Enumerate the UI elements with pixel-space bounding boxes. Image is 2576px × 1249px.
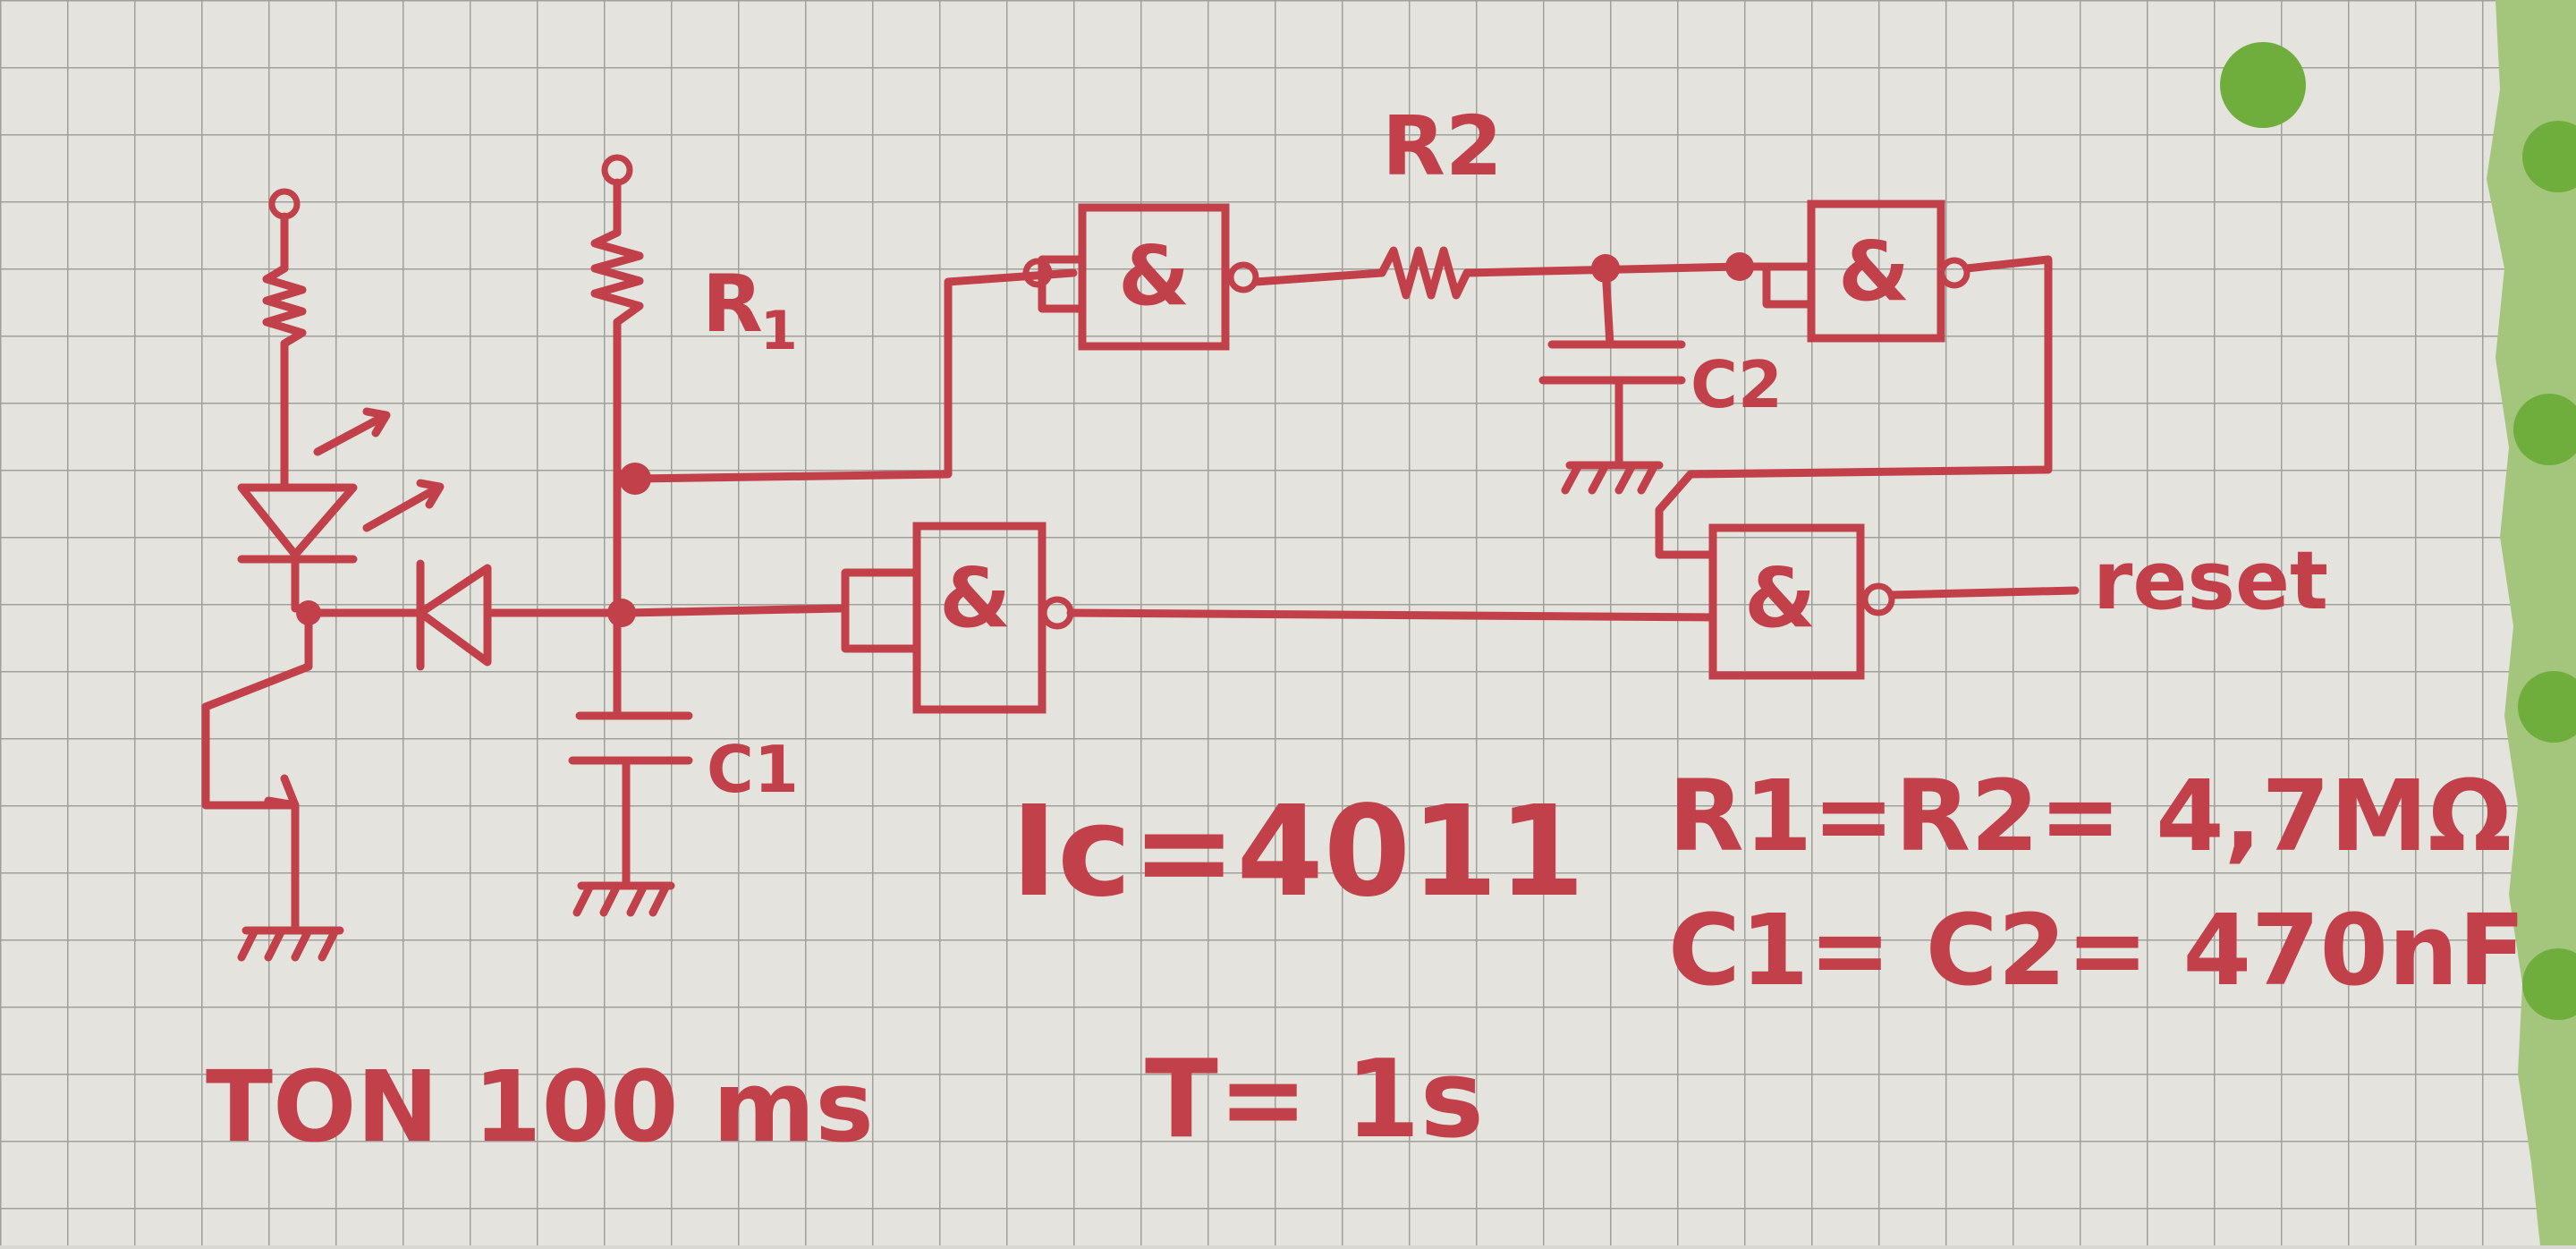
nand-gate-4: & — [1708, 523, 1895, 680]
ground-symbol — [237, 926, 344, 962]
ground-symbol — [1561, 461, 1664, 495]
wire-feedback — [1655, 255, 2053, 559]
label-c1: C1 — [707, 732, 799, 807]
resistor-r2 — [1377, 246, 1471, 300]
wire-reset-out — [1887, 586, 2080, 599]
phototransistor-branch — [201, 188, 445, 962]
gate-2-symbol: & — [1838, 224, 1910, 319]
label-reset: reset — [2093, 534, 2328, 628]
binder-hole — [2220, 42, 2306, 128]
label-r2: R2 — [1382, 98, 1503, 194]
wire-r1-to-gate1 — [631, 268, 1078, 483]
gate-3-symbol: & — [939, 550, 1011, 646]
diode — [304, 559, 631, 671]
note-c-values: C1= C2= 470nF — [1668, 893, 2526, 1007]
label-r1: R — [702, 258, 763, 350]
nand-gate-3: & — [622, 522, 1074, 714]
binder-hole — [2522, 948, 2576, 1020]
label-c2: C2 — [1690, 347, 1783, 422]
binder-hole — [2522, 121, 2576, 192]
note-ton: TON 100 ms — [206, 1049, 874, 1164]
nand-gate-2: & — [1744, 200, 1970, 343]
capacitor-c2: C2 — [1538, 264, 1783, 495]
capacitor-c1 — [568, 711, 693, 765]
resistor-r1 — [590, 228, 644, 327]
ground-symbol — [572, 881, 675, 917]
gate-1-symbol: & — [1118, 228, 1190, 324]
note-period: T= 1s — [1145, 1038, 1484, 1162]
note-ic: Ic=4011 — [1011, 779, 1585, 925]
binder-hole — [2513, 394, 2576, 465]
gate-4-symbol: & — [1744, 550, 1816, 646]
r1-c1-network: R 1 C1 — [568, 154, 799, 917]
led-symbol — [237, 483, 358, 559]
binder-hole — [2518, 671, 2576, 743]
note-r-values: R1=R2= 4,7MΩ — [1668, 759, 2512, 873]
resistor-led — [262, 264, 307, 348]
page-edge — [2487, 0, 2576, 1245]
label-r1-sub: 1 — [760, 300, 798, 362]
wire-gate3-to-gate4 — [1066, 608, 1717, 622]
nand-gate-1: & — [1022, 203, 1259, 351]
